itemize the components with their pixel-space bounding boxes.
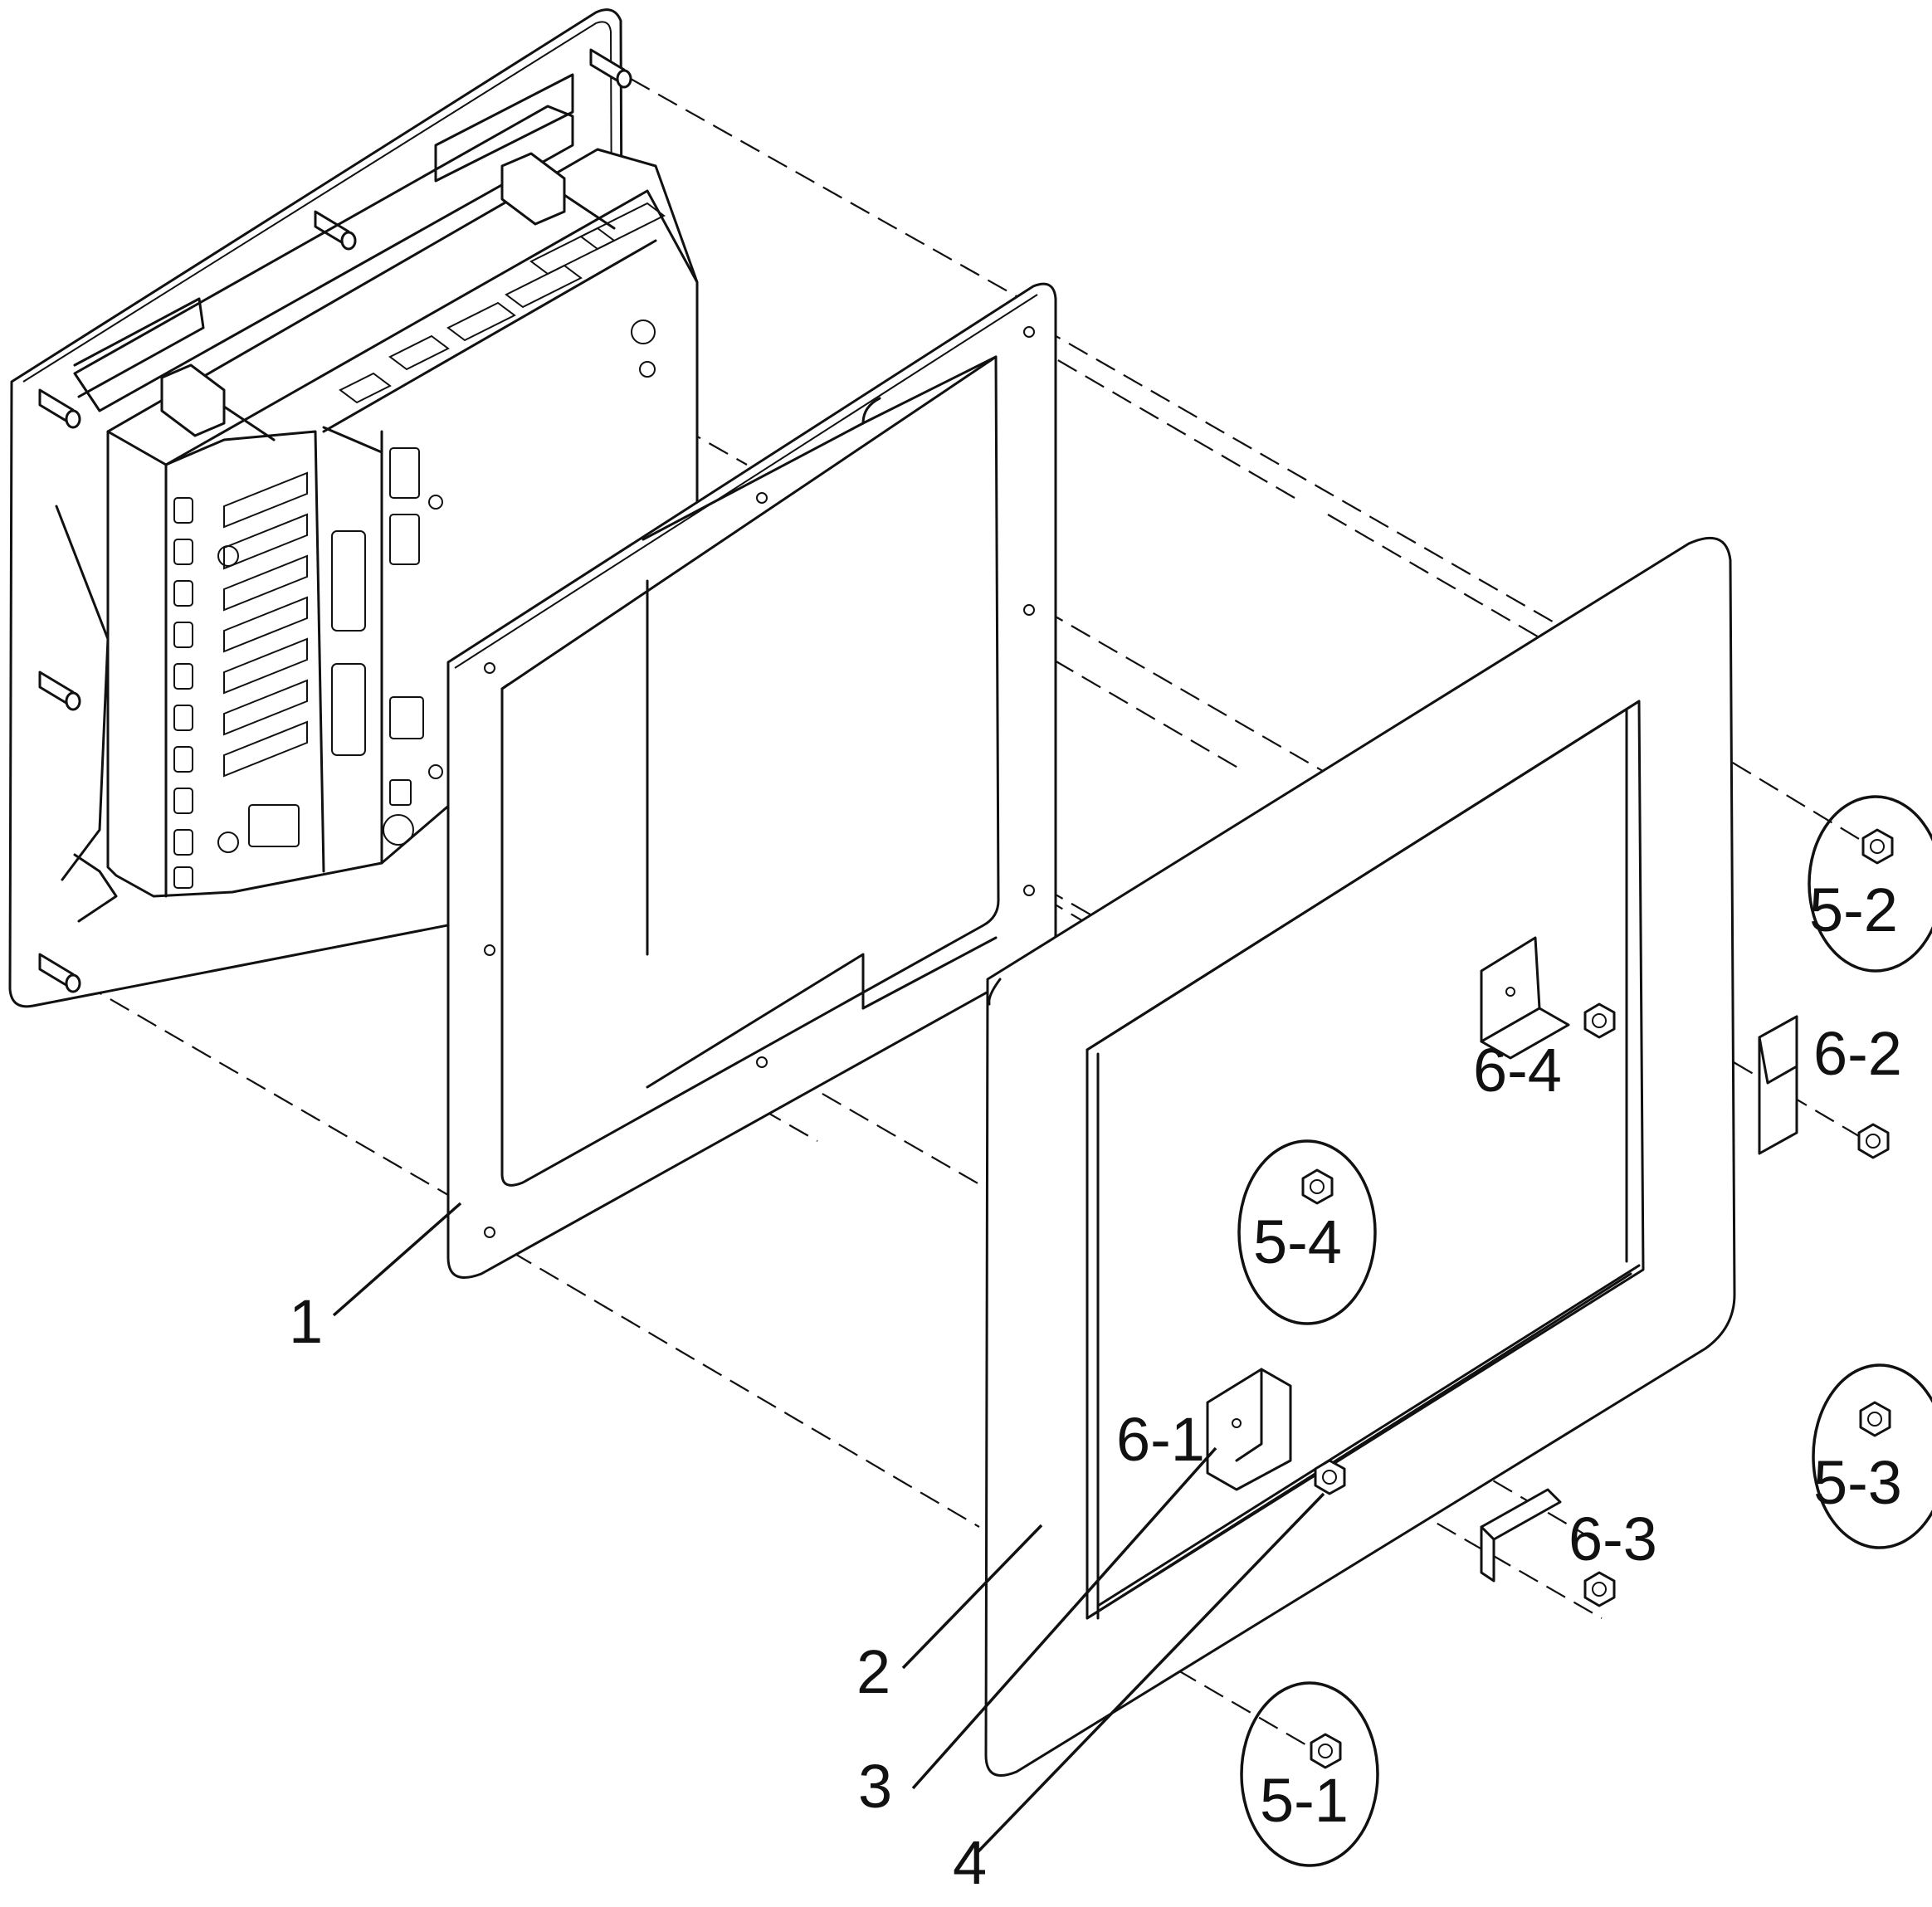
nut-4 xyxy=(1314,1459,1346,1495)
label-part-6-3: 6-3 xyxy=(1569,1505,1657,1573)
nut-5-2 xyxy=(1861,828,1894,865)
label-part-2: 2 xyxy=(856,1637,890,1706)
nut-6-4 xyxy=(1583,1002,1616,1039)
clip-6-1 xyxy=(1206,1368,1292,1491)
gasket-inner xyxy=(500,355,1000,1187)
nut-5-1 xyxy=(1310,1733,1342,1769)
part-labels: 1 2 3 4 5-2 5-4 5-3 5-1 6-4 6-2 6-1 6-3 xyxy=(289,875,1902,1897)
label-part-6-2: 6-2 xyxy=(1813,1019,1902,1088)
label-part-5-3: 5-3 xyxy=(1813,1448,1902,1517)
nut-5-4 xyxy=(1301,1168,1334,1205)
label-part-5-4: 5-4 xyxy=(1253,1207,1342,1276)
gasket-frame xyxy=(446,282,1057,1279)
label-part-6-1: 6-1 xyxy=(1116,1405,1205,1474)
nut-5-3 xyxy=(1859,1401,1891,1437)
label-part-1: 1 xyxy=(289,1287,323,1356)
panel-frame xyxy=(984,536,1736,1777)
side-vents xyxy=(173,471,308,889)
label-part-5-1: 5-1 xyxy=(1260,1766,1349,1835)
clip-6-4 xyxy=(1480,936,1570,1060)
mounting-studs xyxy=(38,48,632,993)
clip-6-2 xyxy=(1758,1015,1798,1155)
label-part-4: 4 xyxy=(953,1828,987,1897)
nut-6-3 xyxy=(1583,1571,1616,1607)
label-part-6-4: 6-4 xyxy=(1473,1036,1562,1105)
leader-lines xyxy=(332,1202,1325,1856)
cable-glands xyxy=(160,152,616,441)
clip-6-3 xyxy=(1480,1488,1562,1583)
label-part-5-2: 5-2 xyxy=(1809,875,1898,944)
label-part-3: 3 xyxy=(858,1752,892,1821)
top-vents xyxy=(339,202,666,404)
nut-6-2 xyxy=(1857,1123,1890,1159)
callout-ellipses xyxy=(1237,795,1932,1867)
